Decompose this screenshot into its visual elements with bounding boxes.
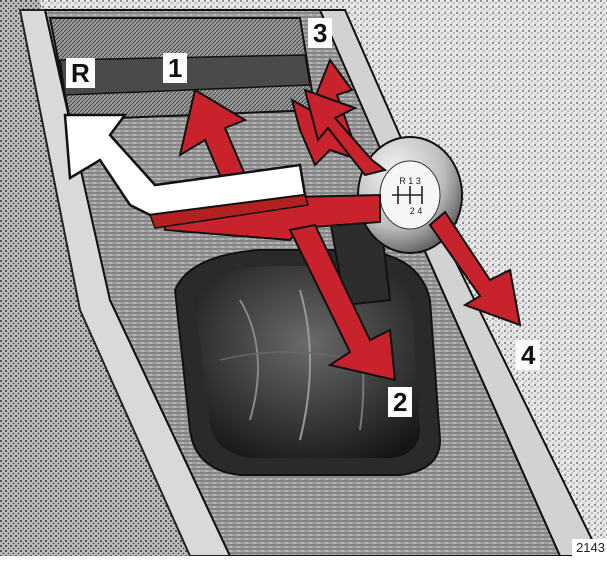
gear-label-fourth: 4 xyxy=(516,340,540,370)
gear-label-first: 1 xyxy=(163,53,187,83)
figure-reference-number: 2143 xyxy=(572,539,607,556)
gear-label-second: 2 xyxy=(388,387,412,417)
gear-label-third: 3 xyxy=(308,18,332,48)
knob-pattern-top: R 1 3 xyxy=(399,176,421,186)
knob-pattern-bottom: 2 4 xyxy=(410,206,423,216)
gear-label-reverse: R xyxy=(66,58,95,88)
